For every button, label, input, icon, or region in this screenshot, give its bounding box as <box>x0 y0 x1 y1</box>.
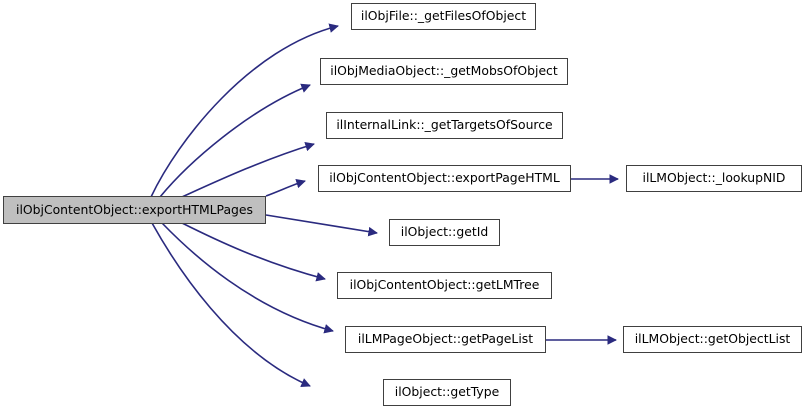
node-getId[interactable]: ilObject::getId <box>389 219 500 246</box>
node-getFilesOfObject[interactable]: ilObjFile::_getFilesOfObject <box>351 3 536 30</box>
node-root-exportHTMLPages[interactable]: ilObjContentObject::exportHTMLPages <box>3 196 266 224</box>
edge-root-to-exportPageHTML <box>265 178 306 197</box>
node-getTargetsOfSource[interactable]: ilInternalLink::_getTargetsOfSource <box>326 112 563 139</box>
edge-root-to-getFilesOfObject <box>150 23 339 198</box>
node-label: ilLMPageObject::getPageList <box>357 331 534 347</box>
edge-root-to-getId <box>265 214 378 237</box>
node-getObjectList[interactable]: ilLMObject::getObjectList <box>623 326 802 353</box>
node-label: ilObject::getId <box>400 224 489 240</box>
node-label: ilObjContentObject::exportPageHTML <box>329 170 560 186</box>
node-getLMTree[interactable]: ilObjContentObject::getLMTree <box>337 272 552 299</box>
node-getType[interactable]: ilObject::getType <box>383 379 511 406</box>
edge-root-to-getTargetsOfSource <box>181 141 315 198</box>
node-getPageList[interactable]: ilLMPageObject::getPageList <box>345 326 546 353</box>
edge-root-to-getMobsOfObject <box>159 83 311 198</box>
edge-root-to-getType <box>151 222 311 387</box>
node-label: ilLMObject::getObjectList <box>634 331 791 347</box>
node-label: ilObjMediaObject::_getMobsOfObject <box>330 63 558 79</box>
node-label: ilObjFile::_getFilesOfObject <box>360 8 527 24</box>
node-exportPageHTML[interactable]: ilObjContentObject::exportPageHTML <box>318 165 571 192</box>
edge-root-to-getPageList <box>161 222 334 334</box>
edge-root-to-getLMTree <box>181 222 326 282</box>
node-label: ilObject::getType <box>394 384 500 400</box>
node-getMobsOfObject[interactable]: ilObjMediaObject::_getMobsOfObject <box>320 58 568 85</box>
node-lookupNID[interactable]: ilLMObject::_lookupNID <box>626 165 802 192</box>
node-label: ilInternalLink::_getTargetsOfSource <box>336 117 553 133</box>
node-label: ilObjContentObject::exportHTMLPages <box>16 201 253 217</box>
node-label: ilLMObject::_lookupNID <box>642 170 786 186</box>
node-label: ilObjContentObject::getLMTree <box>349 277 540 293</box>
